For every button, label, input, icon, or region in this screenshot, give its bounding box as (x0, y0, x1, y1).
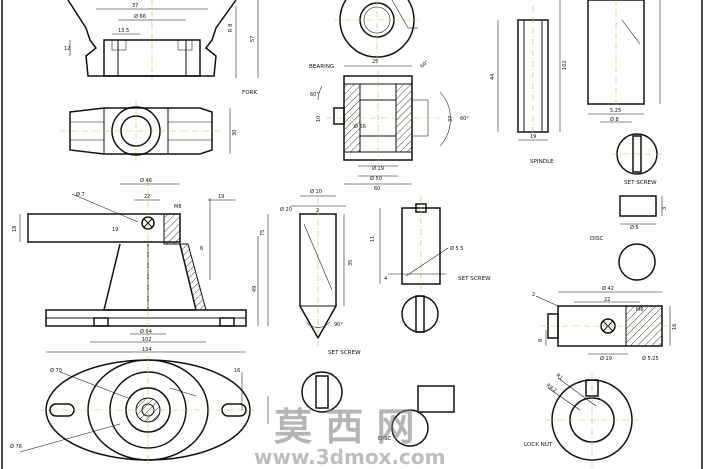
base-dim-6: 6 (200, 246, 203, 252)
ln-dim-22: 22 (604, 297, 610, 303)
spindle-dim-r: 5.25 (610, 108, 621, 114)
base-dim-d70: Ø 70 (50, 367, 62, 374)
disc-right-view: 3 Ø 5 (618, 195, 668, 281)
ln-dim-m6: M6 (636, 307, 644, 313)
fork-dim-side: 30 (232, 130, 238, 136)
bearing-end-view (334, 0, 420, 62)
bearing-dim-dia: Ø 66 (354, 123, 366, 130)
ss-dim-d20: Ø 20 (280, 206, 292, 213)
lock-nut-section-view: Ø 42 22 M6 2 8 16 Ø 19 Ø 5.25 (532, 285, 678, 362)
base-top-view: Ø 70 Ø 78 16 (10, 356, 269, 466)
ln-dim-2: 2 (532, 292, 535, 298)
fork-dim-h1: 12 (64, 46, 70, 52)
disc-dim-3: 3 (662, 207, 668, 210)
watermark-url: www.3dmox.com (254, 445, 446, 469)
ss-dim-2: 2 (316, 208, 319, 214)
spindle-views: 44 102 19 5.25 Ø 8 (490, 0, 661, 141)
base-dim-19: 19 (218, 194, 224, 200)
fork-dim-r: R 8 (228, 24, 234, 32)
ln-dim-r: R8.2 (545, 383, 558, 394)
bearing-dim-bore: Ø 19 (372, 165, 384, 172)
bearing-dim-len: 25 (372, 59, 378, 65)
bearing-dim-60b: 60° (310, 92, 319, 98)
bearing-dim-37: 37 (448, 116, 454, 122)
ln-dim-8: 8 (538, 339, 544, 342)
bearing-dim-10: 10 (316, 116, 322, 122)
fork-dim-top: 37 (132, 3, 138, 9)
bearing-dim-ang2: 60° (460, 116, 469, 122)
fork-top-view: 30 (60, 100, 238, 162)
bearing-dim-ang: 60° (419, 59, 430, 70)
set-screw-mid-label: SET SCREW (328, 350, 361, 356)
bearing-section-view: 25 60° Ø 66 Ø 19 Ø 50 60 37 60° 60° 10 (310, 59, 469, 192)
disc-dim-d5: Ø 5 (630, 224, 639, 231)
ss-dim-d10: Ø 10 (310, 188, 322, 195)
set-screw-bottom-label: SET SCREW (458, 276, 491, 282)
fork-dim-h2: 57 (250, 36, 256, 42)
ss-dim-90: 90° (334, 322, 343, 328)
set-screw-right-view (612, 133, 662, 175)
base-dim-22: 22 (144, 194, 150, 200)
set-screw-centre-view: 11 Ø 5.5 4 (370, 196, 463, 333)
spindle-dim-h: 44 (490, 74, 496, 80)
base-front-view: Ø 46 Ø 7 22 M8 19 19 18 75 49 6 Ø 64 102… (12, 177, 269, 353)
ln-dim-d42: Ø 42 (602, 285, 614, 292)
disc-right-label: DISC (590, 236, 604, 242)
ss-dim-35: 35 (348, 260, 354, 266)
fork-dim-slot: 13.5 (118, 28, 129, 34)
spindle-dim-w: 19 (530, 134, 536, 140)
ln-dim-525: Ø 5.25 (642, 355, 659, 362)
fork-dim-bore: Ø 66 (134, 13, 146, 20)
base-dim-d64: Ø 64 (140, 328, 152, 335)
spindle-dim-d: Ø 8 (610, 116, 619, 123)
fork-label: FORK (242, 90, 258, 96)
bearing-dim-60: 60 (374, 186, 380, 192)
fork-front-view: 37 Ø 66 13.5 12 57 R 8 (64, 0, 259, 80)
base-dim-d78: Ø 78 (10, 443, 22, 450)
spindle-label: SPINDLE (530, 159, 554, 165)
disc-bottom-label: DISC (378, 436, 392, 442)
bearing-dim-d50: Ø 50 (370, 175, 382, 182)
lock-nut-end-view: R8.2 R1 (545, 373, 638, 466)
base-dim-m8: M8 (174, 204, 182, 210)
lock-nut-label: LOCK NUT (524, 442, 553, 448)
base-dim-r16: 16 (234, 368, 240, 374)
ss2-dim-d5: Ø 5.5 (450, 245, 463, 252)
bearing-label: BEARING (309, 64, 334, 70)
ss2-dim-11: 11 (370, 236, 376, 242)
base-dim-134: 134 (142, 347, 152, 353)
set-screw-right-label: SET SCREW (624, 180, 657, 186)
watermark-chars: 莫 西 网 (274, 404, 414, 449)
base-dim-18: 18 (12, 226, 18, 232)
ss2-dim-4: 4 (384, 276, 387, 282)
ln-dim-d19: Ø 19 (600, 355, 612, 362)
ln-dim-r2: R1 (555, 373, 564, 382)
spindle-dim-l: 102 (562, 60, 568, 70)
base-dim-d7: Ø 7 (76, 191, 85, 198)
base-dim-19b: 19 (112, 227, 118, 233)
base-dim-102: 102 (142, 337, 152, 343)
set-screw-mid-view: Ø 10 Ø 20 2 35 90° (280, 188, 354, 346)
base-dim-d46: Ø 46 (140, 177, 152, 184)
ln-dim-16: 16 (672, 324, 678, 330)
base-dim-75: 75 (260, 230, 266, 236)
base-dim-49: 49 (252, 286, 258, 292)
disc-bottom-view (301, 371, 455, 447)
